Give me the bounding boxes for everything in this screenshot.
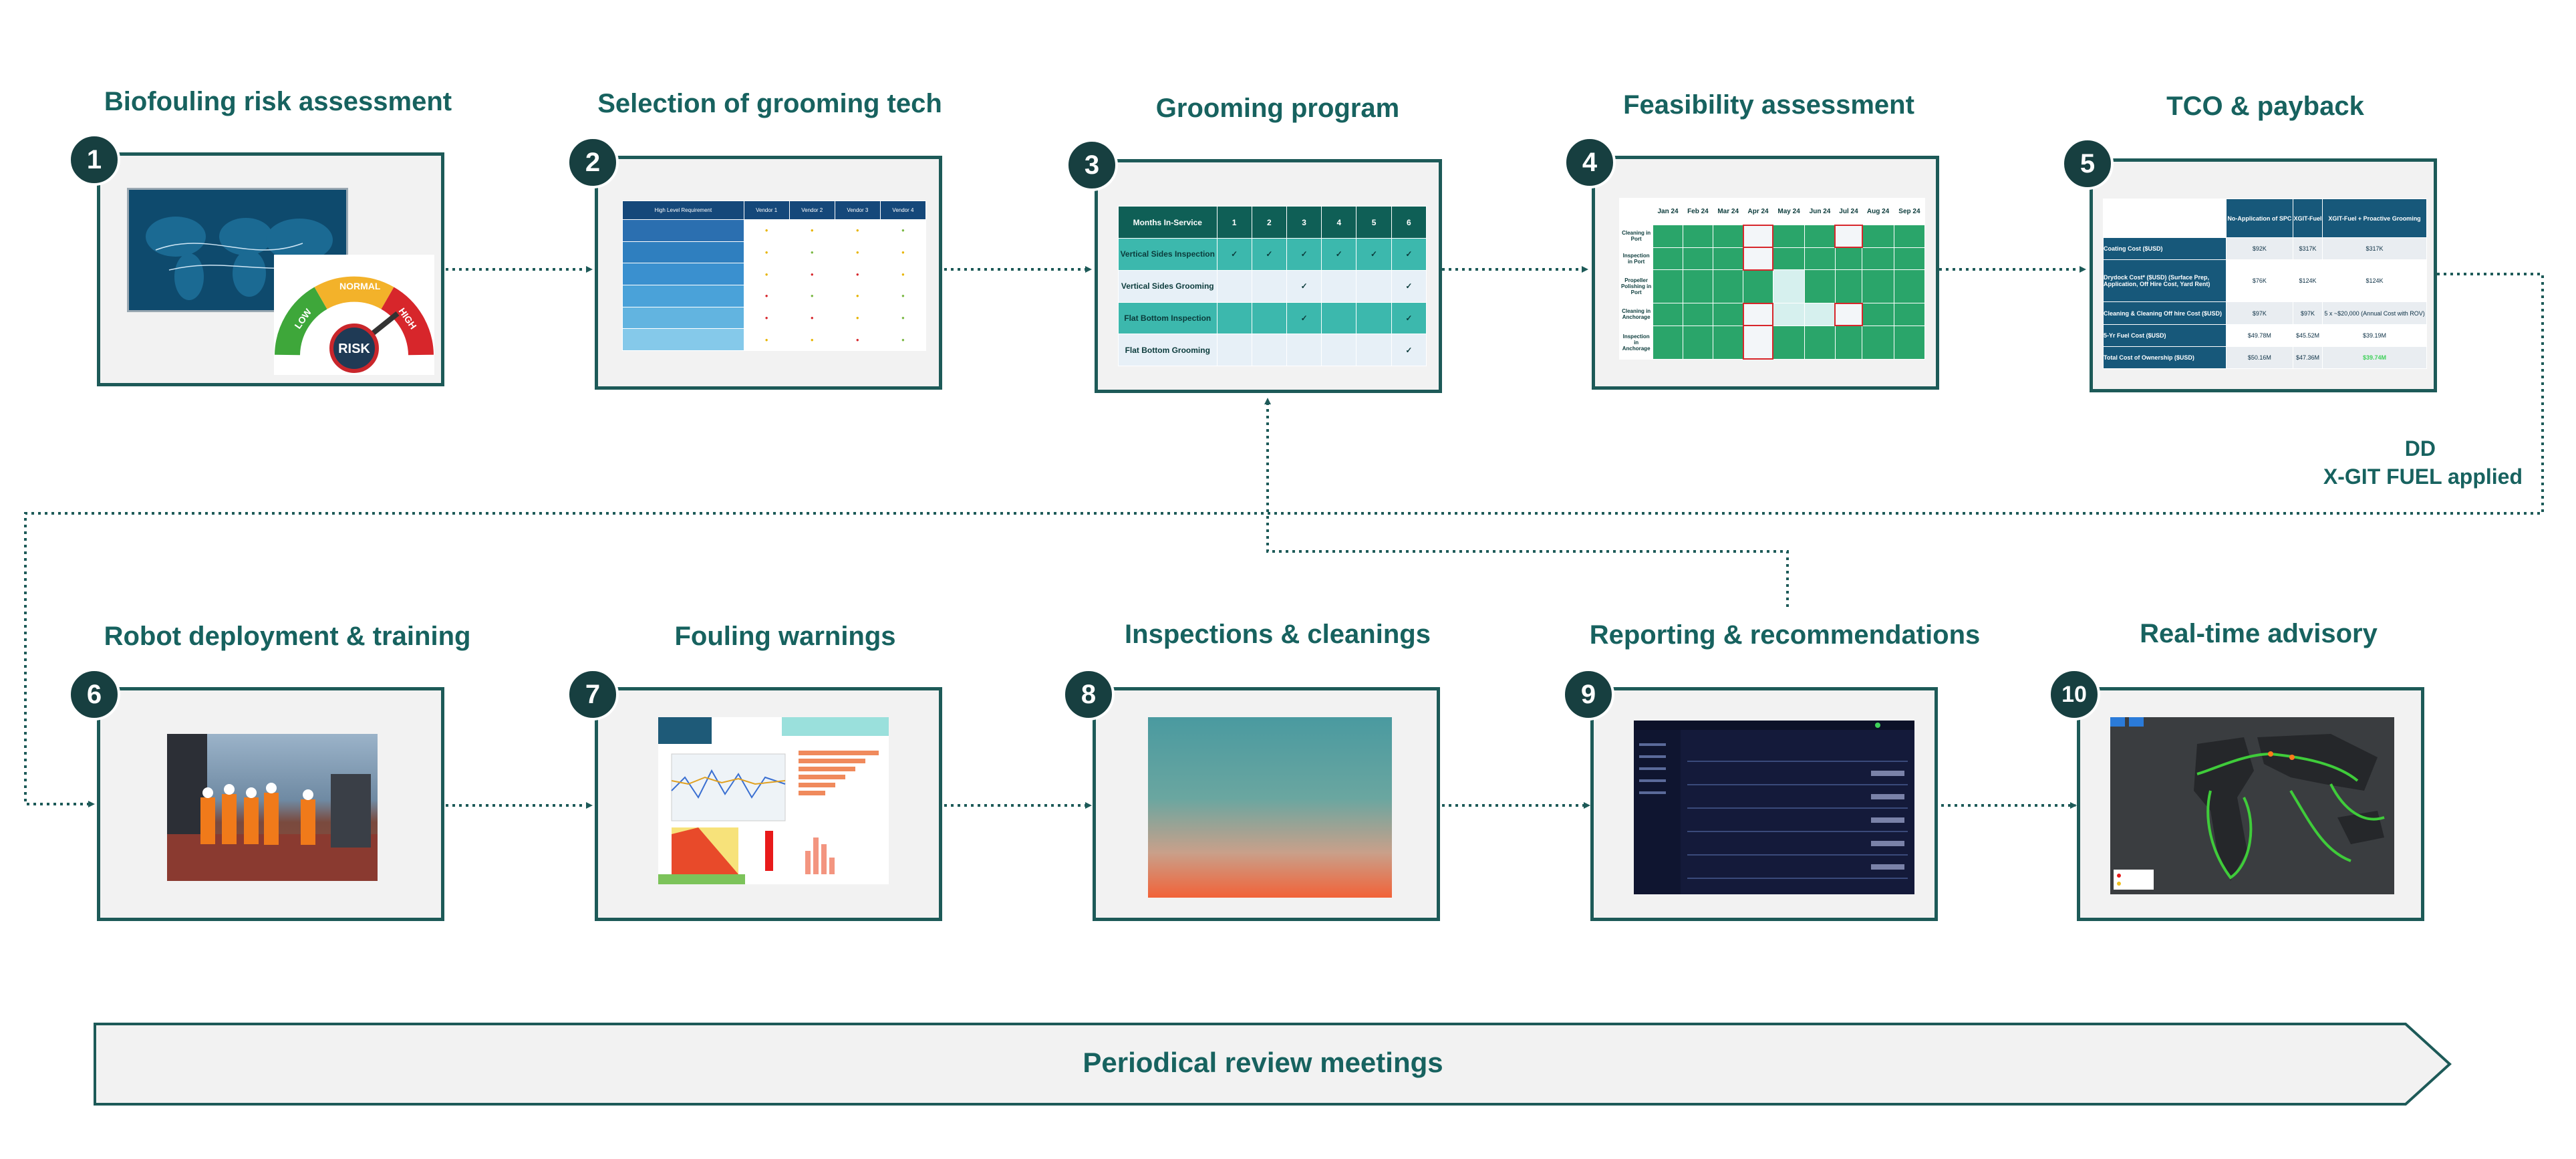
step-6-badge: 6 bbox=[68, 668, 120, 721]
step-10-card bbox=[2077, 687, 2424, 921]
world-map-image bbox=[127, 188, 348, 312]
step-7-title: Fouling warnings bbox=[674, 622, 896, 651]
periodical-review-bar bbox=[94, 1023, 2452, 1106]
svg-text:NORMAL: NORMAL bbox=[339, 281, 381, 291]
reporting-dashboard-screenshot bbox=[1634, 721, 1914, 894]
step-9-title: Reporting & recommendations bbox=[1589, 620, 1981, 650]
step-4-title: Feasibility assessment bbox=[1623, 90, 1914, 120]
step-8-badge: 8 bbox=[1062, 668, 1115, 721]
step-6-card bbox=[97, 687, 444, 921]
robot-deployment-photo bbox=[167, 734, 378, 881]
vessel-route-map-icon bbox=[2110, 717, 2385, 890]
realtime-map-screenshot bbox=[2110, 717, 2394, 894]
step-5-badge: 5 bbox=[2061, 138, 2114, 190]
connector-9-3 bbox=[1264, 398, 1789, 607]
report-list-icon bbox=[1634, 721, 1914, 894]
step-1-card: LOW NORMAL HIGH RISK bbox=[97, 152, 444, 386]
step-1-title: Biofouling risk assessment bbox=[104, 87, 452, 116]
step-2-badge: 2 bbox=[567, 136, 619, 188]
step-10-badge: 10 bbox=[2048, 668, 2100, 721]
step-2-card: High Level Requirement Vendor 1 Vendor 2… bbox=[595, 156, 942, 390]
risk-gauge-icon: LOW NORMAL HIGH RISK bbox=[275, 276, 434, 373]
fouling-warnings-dashboard bbox=[658, 717, 889, 884]
step-7-card bbox=[595, 687, 942, 921]
svg-text:RISK: RISK bbox=[338, 342, 370, 356]
step-5-title: TCO & payback bbox=[2166, 92, 2364, 121]
step-7-badge: 7 bbox=[567, 668, 619, 721]
fouling-charts-icon bbox=[658, 717, 889, 884]
step-8-card bbox=[1093, 687, 1440, 921]
step-3-title: Grooming program bbox=[1155, 94, 1400, 123]
underwater-hull-photo bbox=[1148, 717, 1392, 898]
dd-note: DD X-GIT FUEL applied bbox=[2242, 434, 2523, 491]
risk-gauge-image: LOW NORMAL HIGH RISK bbox=[274, 255, 434, 375]
vendor-matrix-table: High Level Requirement Vendor 1 Vendor 2… bbox=[622, 201, 926, 351]
step-1-badge: 1 bbox=[68, 134, 120, 186]
step-10-title: Real-time advisory bbox=[2140, 619, 2378, 648]
step-8-title: Inspections & cleanings bbox=[1125, 620, 1431, 649]
connector-5-6 bbox=[24, 273, 2544, 807]
step-3-badge: 3 bbox=[1066, 139, 1118, 191]
periodical-review-label: Periodical review meetings bbox=[1083, 1047, 1443, 1078]
dd-note-line-2: X-GIT FUEL applied bbox=[2323, 465, 2523, 489]
crew-on-deck-icon bbox=[167, 734, 378, 881]
step-4-badge: 4 bbox=[1564, 136, 1616, 188]
step-9-card bbox=[1590, 687, 1938, 921]
step-9-badge: 9 bbox=[1562, 668, 1614, 721]
dd-note-line-1: DD bbox=[2404, 436, 2436, 461]
step-2-title: Selection of grooming tech bbox=[597, 89, 942, 118]
vendor-matrix-image: High Level Requirement Vendor 1 Vendor 2… bbox=[622, 201, 926, 351]
step-6-title: Robot deployment & training bbox=[104, 622, 471, 651]
